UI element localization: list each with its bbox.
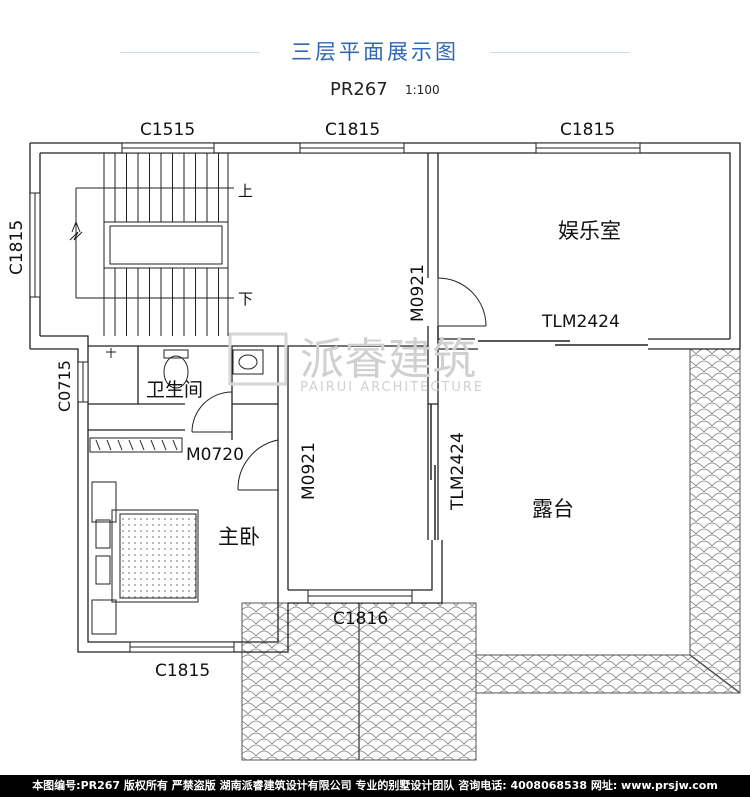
- stair-down-label: 下: [238, 290, 253, 308]
- plan-scale: 1:100: [405, 83, 440, 97]
- toilet-icon: [163, 355, 189, 389]
- window-label-c1815-top: C1815: [325, 120, 380, 140]
- wardrobe-icon: [89, 437, 183, 453]
- bedroom-furniture: [89, 437, 199, 635]
- nightstand-icon-2: [91, 599, 117, 635]
- watermark-sub: PAIRUI ARCHITECTURE: [300, 380, 484, 395]
- window-label-c1816: C1816: [333, 609, 388, 629]
- staircase: [69, 153, 234, 336]
- door-label-m0921-top: M0921: [408, 264, 428, 322]
- window-label-c0715: C0715: [55, 360, 74, 412]
- room-entertainment: 娱乐室: [558, 219, 621, 243]
- stair-up-label: 上: [238, 182, 253, 200]
- room-terrace: 露台: [532, 497, 574, 521]
- hanger-icon: [128, 439, 134, 451]
- hanger-icon: [117, 439, 123, 451]
- plan-code: PR267: [330, 79, 388, 100]
- door-label-tlm2424-terrace: TLM2424: [448, 432, 468, 511]
- sliding-doors: [430, 340, 648, 540]
- window-label-c1815-right: C1815: [560, 120, 615, 140]
- hanger-icon: [161, 439, 167, 451]
- header: 三层平面展示图 PR267 1:100: [0, 0, 750, 110]
- room-master-bedroom: 主卧: [218, 525, 260, 549]
- hanger-icon: [95, 439, 101, 451]
- door-label-tlm2424-top: TLM2424: [541, 312, 620, 332]
- room-bathroom: 卫生间: [146, 379, 203, 401]
- sink-icon: [232, 349, 264, 375]
- hanger-icon: [172, 439, 178, 451]
- window-label-c1815-bottom: C1815: [155, 661, 210, 681]
- bathroom-fixtures: [106, 348, 264, 389]
- door-swings: [191, 277, 487, 491]
- window-label-c1515: C1515: [140, 120, 195, 140]
- roof-tiles: [241, 348, 741, 761]
- footer-banner: 本图编号:PR267 版权所有 严禁盗版 湖南派睿建筑设计有限公司 专业的别墅设…: [0, 775, 750, 797]
- door-label-m0720: M0720: [186, 445, 244, 465]
- hanger-icon: [150, 439, 156, 451]
- window-marks: [29, 142, 641, 653]
- nightstand-icon: [91, 481, 117, 523]
- hanger-icon: [139, 439, 145, 451]
- toilet-tank-icon: [163, 349, 189, 359]
- watermark-brand: 派睿建筑: [300, 334, 476, 385]
- hanger-icon: [106, 439, 112, 451]
- bed-icon: [111, 509, 199, 603]
- window-label-c1815-left: C1815: [7, 220, 27, 275]
- floor-plan: 派睿建筑 PAIRUI ARCHITECTURE C1515 C1815 C18…: [7, 120, 741, 761]
- watermark: 派睿建筑 PAIRUI ARCHITECTURE: [228, 332, 484, 395]
- door-label-m0921-bedroom: M0921: [299, 442, 319, 500]
- page-title: 三层平面展示图: [291, 40, 459, 64]
